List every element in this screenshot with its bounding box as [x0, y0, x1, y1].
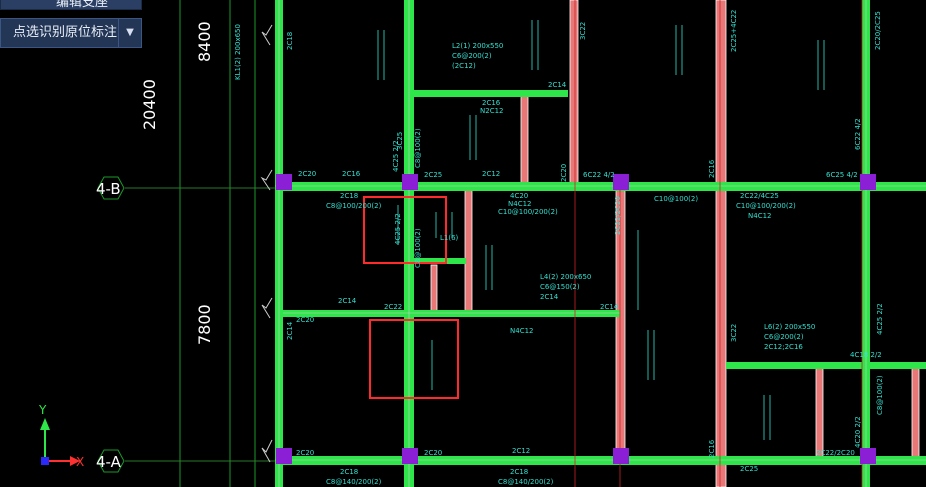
annotation: C8@100(2) [876, 375, 884, 415]
beam-annotations: 2C20 2C16 2C25 2C12 4C20 6C22 4/2 6C25 4… [296, 42, 882, 486]
selection-box-1[interactable] [363, 196, 447, 264]
beam-centerlines [275, 0, 926, 487]
break-lines [260, 24, 273, 463]
dimension-lower: 7800 [195, 304, 214, 345]
annotation: 2C20 [560, 164, 568, 182]
annotation: KL1(2) 200x650 [234, 24, 242, 80]
annotation: L4(2) 200x650 [540, 273, 591, 281]
recognize-annotation-label: 点选识别原位标注 [13, 25, 118, 40]
annotation: 4C20 2/2 [854, 416, 862, 448]
annotation: L2(1) 200x550 [452, 42, 503, 50]
annotation: 2C20 [296, 449, 314, 457]
annotation: C8@100(2) [414, 128, 422, 168]
annotation: 2C14 [286, 321, 294, 340]
annotation: C8@100/200(2) [326, 202, 382, 210]
annotation: C8@140/200(2) [498, 478, 554, 486]
annotation: 2C12 [512, 447, 530, 455]
edit-support-label: 编辑支座 [56, 0, 109, 10]
recognize-annotation-button[interactable]: 点选识别原位标注 ▼ [0, 18, 142, 48]
annotation: 4C25 2/2 [392, 140, 400, 172]
annotation: 2C18 [510, 468, 528, 476]
selection-box-2[interactable] [369, 319, 459, 399]
annotation: 2C20/2C25 [874, 11, 882, 50]
annotation: 2C25 [740, 465, 758, 473]
annotation: 2C20 [424, 449, 442, 457]
annotation: C6@200(2) [452, 52, 492, 60]
annotation: C10@100/200(2) [736, 202, 796, 210]
annotation: 2C14 [548, 81, 567, 89]
annotation: 2C12;2C16 [764, 343, 803, 351]
annotation: 3C22 [730, 324, 738, 342]
annotation: 2C16 [482, 99, 501, 107]
ucs-y-label: Y [38, 403, 47, 417]
annotation: N2C12 [480, 107, 504, 115]
annotation: 2C22/2C20 [614, 196, 622, 235]
annotation: 2C12 [482, 170, 500, 178]
annotation: C10@100/200(2) [498, 208, 558, 216]
annotation-blocks [377, 20, 825, 440]
annotation: (2C12) [452, 62, 476, 70]
annotation: 2C25 [424, 171, 442, 179]
annotation: 2C22/4C25 [740, 192, 779, 200]
ucs-icon: Y X [38, 403, 84, 469]
annotation: 2C16 [708, 439, 716, 458]
annotation: 3C22 [579, 22, 587, 40]
annotation: 3C25 [396, 132, 404, 150]
chevron-down-icon[interactable]: ▼ [118, 19, 141, 47]
recognize-annotation-control[interactable]: 点选识别原位标注 ▼ [0, 18, 142, 48]
annotation: 6C22 4/2 [583, 171, 615, 179]
secondary-beams [430, 0, 920, 487]
annotation: 4C25 2/2 [876, 303, 884, 335]
ucs-x-label: X [76, 455, 84, 469]
annotation: 6C25 4/2 [826, 171, 858, 179]
annotation: 2C18 [340, 468, 358, 476]
grid-bubble-4b [97, 176, 125, 200]
annotation: 2C14 [600, 303, 619, 311]
dimension-total: 20400 [140, 79, 159, 130]
annotation: 2C18 [286, 32, 294, 50]
axis-lines [574, 0, 863, 487]
annotation: 4C18 2/2 [850, 351, 882, 359]
annotation: 2C22 [384, 303, 402, 311]
annotation: C10@100(2) [654, 195, 698, 203]
annotation: C8@140/200(2) [326, 478, 382, 486]
annotation: N4C12 [748, 212, 772, 220]
annotation: 2C16 [708, 159, 716, 178]
annotation: 6C22 4/2 [854, 118, 862, 150]
grid-label-4b: 4-B [96, 180, 121, 198]
annotation: 2C25+4C22 [730, 10, 738, 52]
dimension-lines [125, 0, 926, 487]
annotation: 2C20 [298, 170, 316, 178]
annotation: N4C12 [510, 327, 534, 335]
grid-bubble-4a [97, 449, 125, 473]
annotation: C6@200(2) [764, 333, 804, 341]
dimension-upper: 8400 [195, 21, 214, 62]
annotation: 2C20 [296, 316, 314, 324]
annotation: L1(6) [440, 234, 459, 242]
main-beams [275, 0, 926, 487]
annotation: 4C20 [510, 192, 528, 200]
grid-label-4a: 4-A [96, 453, 122, 471]
annotation: 2C22/2C20 [816, 449, 855, 457]
edit-support-button[interactable]: 编辑支座 [0, 0, 142, 10]
annotation: L6(2) 200x550 [764, 323, 815, 331]
columns [276, 174, 876, 464]
annotation: 2C14 [540, 293, 559, 301]
annotation: C8@100(2) [414, 228, 422, 268]
annotation: 2C14 [338, 297, 357, 305]
annotation: N4C12 [508, 200, 532, 208]
annotation: 2C16 [342, 170, 361, 178]
annotation: C6@150(2) [540, 283, 580, 291]
annotation: 2C18 [340, 192, 358, 200]
vertical-annotations: 2C18 KL1(2) 200x650 4C25 2/2 C8@100(2) 4… [234, 10, 884, 458]
